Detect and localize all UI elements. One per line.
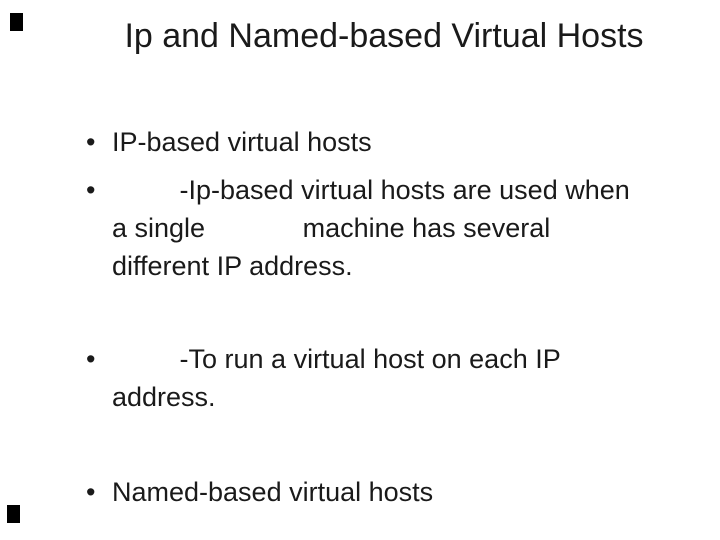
bullet-item-run-virtual-host: • -To run a virtual host on each IP addr… [86,340,710,416]
corner-mark-top-left [10,13,23,31]
bullet-line: IP-based virtual hosts [112,127,372,157]
bullet-text-block: -Ip-based virtual hosts are used when a … [112,171,710,285]
bullet-line: different IP address. [112,251,353,281]
slide-title: Ip and Named-based Virtual Hosts [124,17,644,55]
bullet-icon: • [86,127,96,157]
bullet-item-ip-based: • IP-based virtual hosts [86,123,710,161]
bullet-item-ip-based-detail: • -Ip-based virtual hosts are used when … [86,171,710,285]
bullet-icon: • [86,344,96,374]
bullet-text-block: -To run a virtual host on each IP addres… [112,340,710,416]
bullet-text-block: Named-based virtual hosts [112,473,710,511]
bullet-icon: • [86,175,96,205]
bullet-line: a single machine has several [112,213,551,243]
bullet-line: -Ip-based virtual hosts are used when [112,175,630,205]
corner-mark-bottom-left [7,505,20,523]
bullet-icon: • [86,477,96,507]
bullet-line: address. [112,382,216,412]
bullet-text-block: IP-based virtual hosts [112,123,710,161]
bullet-line: Named-based virtual hosts [112,477,434,507]
bullet-item-named-based: • Named-based virtual hosts [86,473,710,511]
bullet-line: -To run a virtual host on each IP [112,344,561,374]
